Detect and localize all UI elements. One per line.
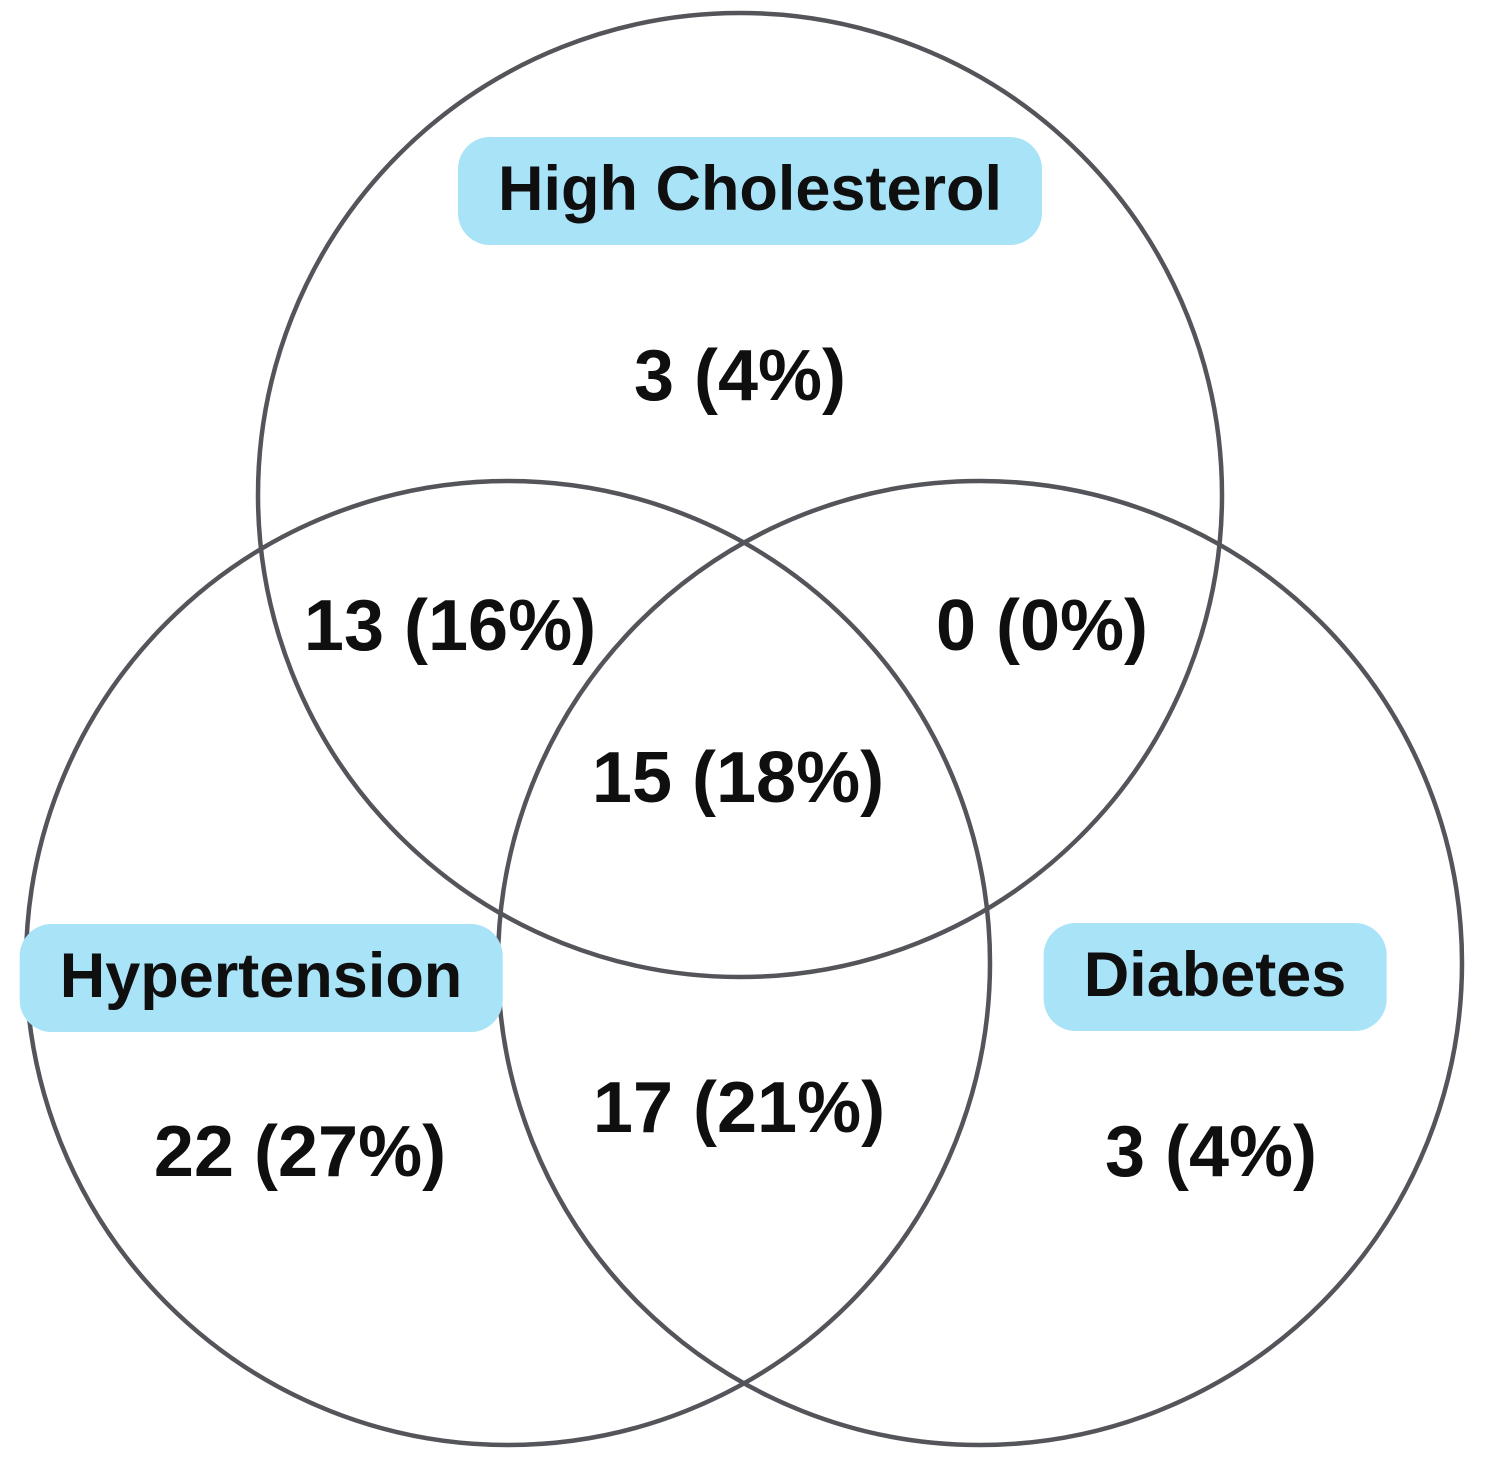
high-cholesterol-label: High Cholesterol bbox=[457, 137, 1043, 245]
region-value-hypertension-high-cholesterol: 13 (16%) bbox=[303, 586, 597, 666]
region-value-high-cholesterol-diabetes: 0 (0%) bbox=[935, 586, 1149, 666]
diabetes-label: Diabetes bbox=[1043, 923, 1387, 1031]
high-cholesterol-circle bbox=[255, 10, 1225, 980]
region-value-hypertension-diabetes: 17 (21%) bbox=[592, 1068, 886, 1148]
region-value-high-cholesterol-only: 3 (4%) bbox=[633, 336, 847, 416]
region-value-diabetes-only: 3 (4%) bbox=[1104, 1112, 1318, 1192]
hypertension-label: Hypertension bbox=[19, 924, 503, 1032]
region-value-hypertension-only: 22 (27%) bbox=[153, 1112, 447, 1192]
region-value-all-three: 15 (18%) bbox=[591, 738, 885, 818]
